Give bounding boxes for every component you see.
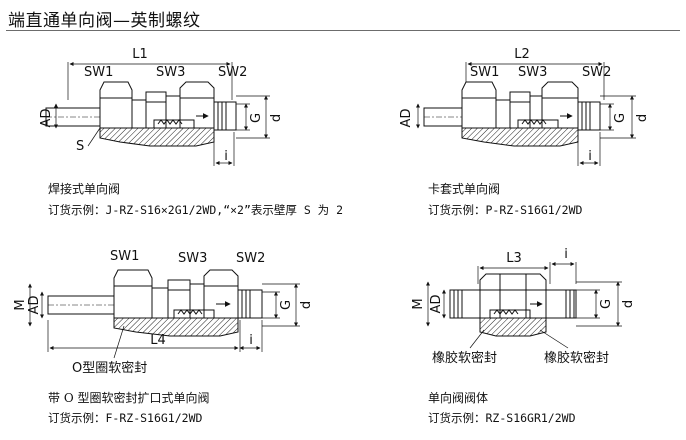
label-o-ring-seal: O型圈软密封 xyxy=(72,360,147,376)
page-title: 端直通单向阀—英制螺纹 xyxy=(8,11,201,31)
label-sw2: SW2 xyxy=(236,251,265,266)
label-ad: AD xyxy=(429,295,444,314)
label-rubber-seal-left: 橡胶软密封 xyxy=(432,350,497,366)
label-l3: L3 xyxy=(506,251,522,266)
label-ad: AD xyxy=(27,296,42,315)
order-example-ferrule: 订货示例：P-RZ-S16G1/2WD xyxy=(428,203,583,217)
ferrule-valve-labels: L2 SW1 SW3 SW2 i AD G d xyxy=(399,47,650,164)
caption-ferrule-valve: 卡套式单向阀 xyxy=(428,182,501,196)
label-g: G xyxy=(249,113,264,123)
label-i: i xyxy=(249,333,253,348)
order-example-body: 订货示例：RZ-S16GR1/2WD xyxy=(428,411,576,425)
title-divider xyxy=(6,30,680,31)
label-l1: L1 xyxy=(132,47,148,62)
label-m: M xyxy=(411,298,426,309)
label-g: G xyxy=(599,299,614,309)
label-sw2: SW2 xyxy=(218,65,247,80)
valve-body-drawing xyxy=(425,261,622,349)
label-sw3: SW3 xyxy=(156,65,185,80)
label-ad: AD xyxy=(399,109,414,128)
caption-welded-valve: 焊接式单向阀 xyxy=(48,182,121,196)
label-i: i xyxy=(224,149,228,164)
ferrule-valve-drawing xyxy=(415,61,636,166)
label-i: i xyxy=(564,247,568,262)
welded-valve-labels: L1 SW1 SW3 SW2 S i AD G d xyxy=(39,47,284,164)
caption-valve-body: 单向阀阀体 xyxy=(428,391,489,405)
valve-body-labels: L3 i M AD G d 橡胶软密封 橡胶软密封 xyxy=(411,247,636,366)
label-s: S xyxy=(76,139,84,154)
label-sw2: SW2 xyxy=(582,65,611,80)
label-sw1: SW1 xyxy=(84,65,113,80)
label-i: i xyxy=(588,149,592,164)
welded-valve-drawing xyxy=(45,61,270,166)
label-rubber-seal-right: 橡胶软密封 xyxy=(544,350,609,366)
label-d: d xyxy=(635,114,650,122)
label-g: G xyxy=(613,113,628,123)
label-l4: L4 xyxy=(150,333,166,348)
label-sw1: SW1 xyxy=(110,249,139,264)
label-sw1: SW1 xyxy=(470,65,499,80)
label-sw3: SW3 xyxy=(178,251,207,266)
label-sw3: SW3 xyxy=(518,65,547,80)
flared-valve-drawing xyxy=(27,269,300,359)
order-example-welded: 订货示例：J-RZ-S16×2G1/2WD,“×2”表示壁厚 S 为 2 xyxy=(48,203,344,217)
label-m: M xyxy=(13,299,28,310)
order-example-flared: 订货示例：F-RZ-S16G1/2WD xyxy=(48,411,203,425)
caption-flared-valve: 带 O 型圈软密封扩口式单向阀 xyxy=(48,391,210,405)
label-d: d xyxy=(621,300,636,308)
label-ad: AD xyxy=(39,109,54,128)
label-d: d xyxy=(269,114,284,122)
label-g: G xyxy=(279,300,294,310)
flared-valve-labels: SW1 SW3 SW2 L4 i M AD G d O型圈软密封 xyxy=(13,249,314,376)
label-d: d xyxy=(299,301,314,309)
label-l2: L2 xyxy=(514,47,530,62)
